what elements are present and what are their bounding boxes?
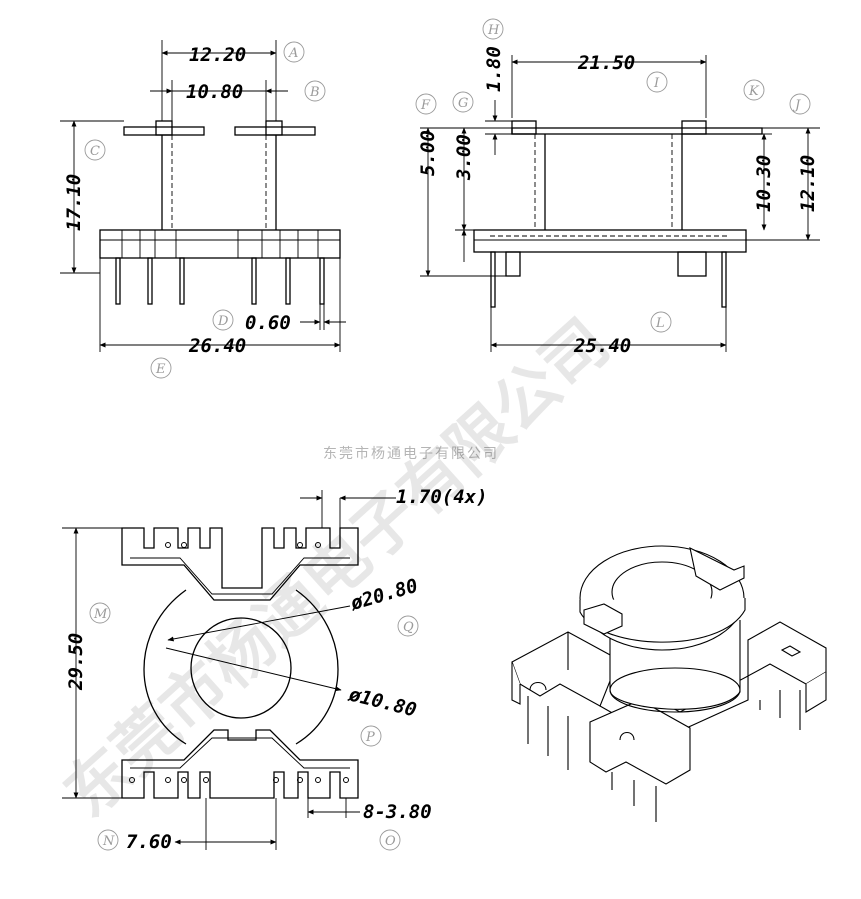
- dim-pin: 1.70(4x): [396, 486, 488, 508]
- dim-f: 5.00: [417, 130, 439, 176]
- dim-c: 17.10: [63, 174, 85, 231]
- label-b: B: [304, 80, 326, 102]
- svg-text:I: I: [653, 76, 660, 91]
- label-e: E: [150, 357, 172, 379]
- svg-text:F: F: [420, 98, 431, 113]
- svg-text:H: H: [487, 23, 500, 38]
- dim-b: 10.80: [186, 81, 243, 103]
- svg-text:M: M: [93, 607, 108, 622]
- dim-h: 1.80: [483, 46, 505, 92]
- dim-d: 0.60: [245, 312, 291, 334]
- label-d: D: [212, 309, 234, 331]
- watermark-small: 东莞市杨通电子有限公司: [323, 445, 499, 462]
- label-c: C: [84, 139, 106, 161]
- label-p: P: [360, 725, 382, 747]
- svg-text:N: N: [102, 834, 115, 849]
- dim-q2: ø10.80: [346, 683, 419, 721]
- dim-a: 12.20: [189, 44, 246, 66]
- svg-text:J: J: [792, 98, 801, 113]
- watermark-big: 东莞市杨通电子有限公司: [51, 306, 624, 832]
- svg-text:C: C: [90, 144, 100, 159]
- dim-n: 7.60: [126, 831, 172, 853]
- dim-e: 26.40: [188, 335, 246, 357]
- label-k: K: [743, 79, 765, 101]
- svg-text:Q: Q: [403, 620, 414, 635]
- svg-text:B: B: [309, 85, 320, 100]
- label-q: Q: [397, 615, 419, 637]
- label-h: H: [482, 18, 504, 40]
- dim-l: 25.40: [573, 335, 631, 357]
- dim-j: 12.10: [797, 155, 819, 212]
- label-o: O: [379, 829, 401, 851]
- label-l: L: [650, 311, 672, 333]
- label-g: G: [452, 91, 474, 113]
- label-n: N: [97, 829, 119, 851]
- dim-o: 8-3.80: [363, 801, 432, 823]
- dim-i: 21.50: [577, 52, 635, 74]
- svg-text:G: G: [458, 96, 468, 111]
- dim-k: 10.30: [753, 155, 775, 212]
- svg-text:O: O: [385, 834, 396, 849]
- side-view: 1.80 21.50 5.00 3.00 12.10 10.30 25.40 H…: [415, 18, 820, 357]
- label-m: M: [89, 602, 111, 624]
- svg-text:K: K: [748, 84, 760, 99]
- isometric-view: [511, 545, 827, 822]
- dim-m: 29.50: [65, 633, 87, 691]
- svg-text:D: D: [217, 314, 229, 329]
- label-i: I: [646, 71, 668, 93]
- svg-text:P: P: [365, 730, 375, 745]
- front-view: 12.20 10.80 17.10 0.60 26.40 A B C D E: [60, 40, 346, 379]
- svg-text:E: E: [155, 362, 166, 377]
- svg-text:A: A: [288, 46, 298, 61]
- dim-g: 3.00: [453, 134, 475, 181]
- label-j: J: [789, 93, 811, 115]
- label-a: A: [283, 41, 305, 63]
- svg-text:L: L: [655, 316, 665, 331]
- label-f: F: [415, 93, 437, 115]
